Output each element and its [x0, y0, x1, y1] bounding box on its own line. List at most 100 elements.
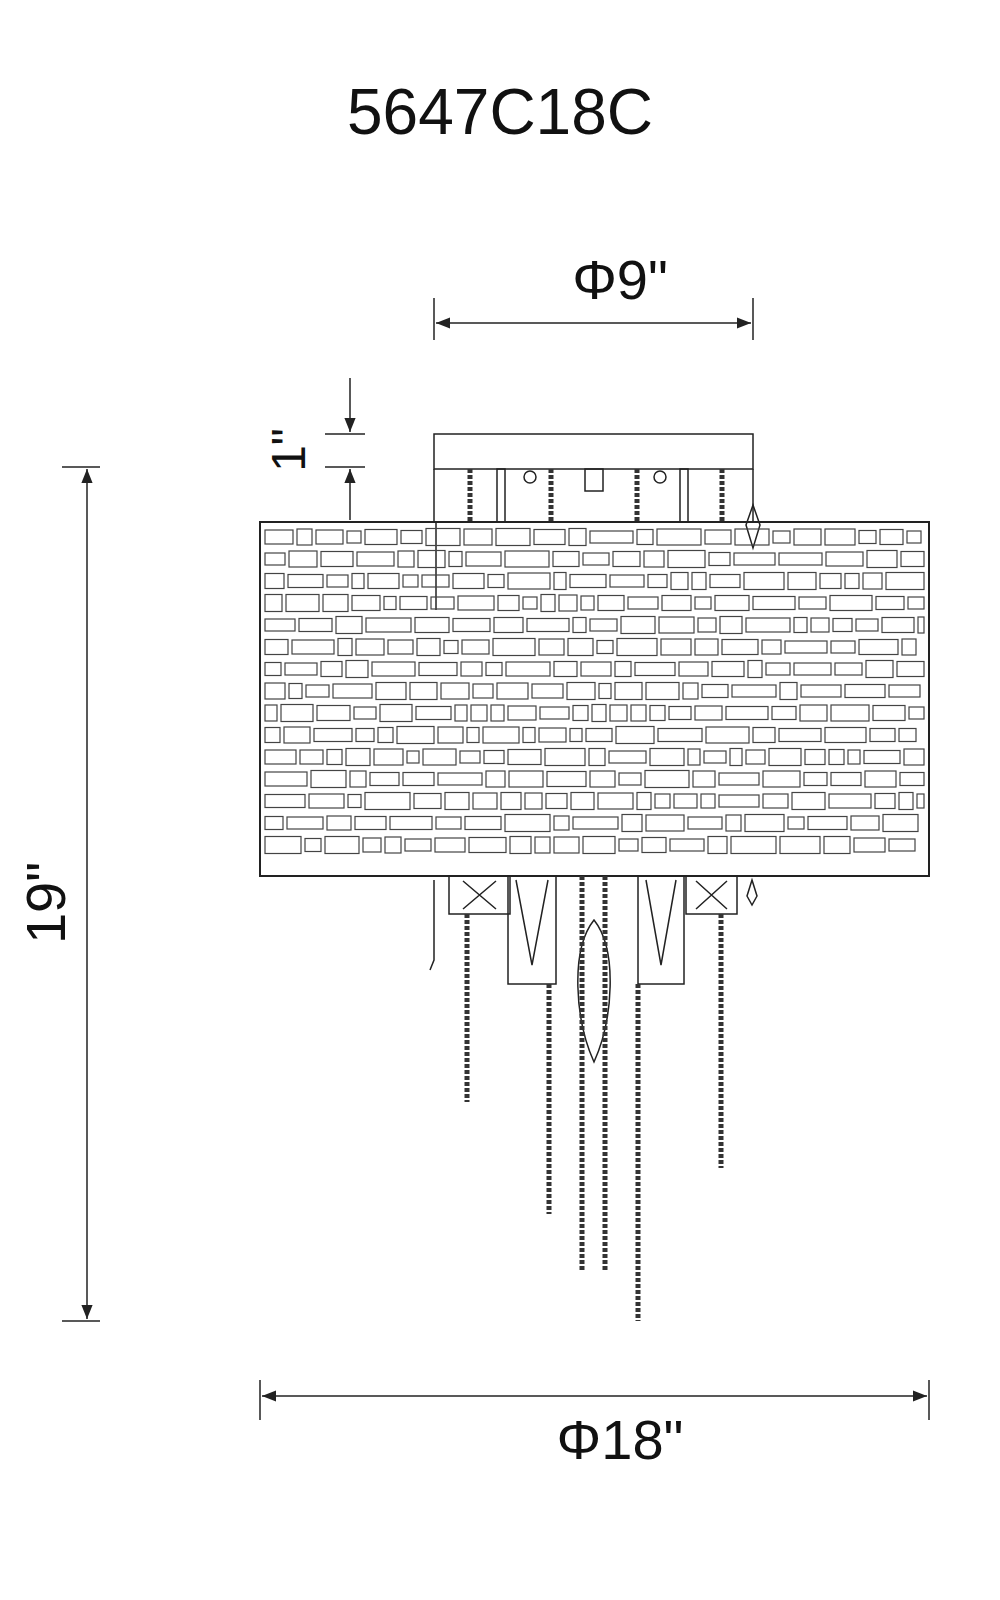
shade-cutout — [753, 597, 795, 610]
shade-cutout — [622, 815, 642, 832]
shade-cutout — [899, 729, 916, 742]
shade-cutout — [708, 837, 727, 854]
shade-cutout — [882, 618, 914, 633]
shade-cutout — [539, 728, 566, 742]
shade-cutout — [730, 749, 742, 766]
shade-cutout — [698, 618, 716, 632]
shade-cutout — [417, 639, 440, 656]
shade-cutout — [467, 728, 479, 743]
shade-cutout — [785, 641, 827, 653]
shade-cutout — [460, 751, 480, 763]
shade-cutout — [311, 771, 346, 788]
shade-cutout — [486, 771, 505, 787]
extension-line — [62, 466, 100, 468]
shade-cutout — [400, 597, 427, 610]
shade-cutout — [889, 839, 915, 851]
shade-cutout — [746, 618, 790, 632]
shade-cutout — [904, 749, 924, 765]
shade-cutout — [441, 683, 469, 699]
shade-cutout — [897, 662, 924, 677]
shade-cutout — [414, 794, 441, 809]
shade-cutout — [637, 530, 653, 545]
shade-cutout — [583, 837, 615, 854]
shade-cutout — [494, 618, 523, 633]
shade-cutout — [289, 684, 302, 699]
shade-cutout — [571, 793, 594, 810]
shade-cutout — [378, 728, 393, 743]
shade-cutout — [710, 575, 740, 588]
shade-cutout — [327, 575, 348, 587]
shade-cutout — [648, 575, 667, 588]
crystal-strand — [719, 914, 724, 1168]
shade-cutout — [338, 639, 352, 656]
shade-cutout — [866, 661, 893, 678]
crystal-strand — [468, 469, 473, 522]
shade-cutout — [780, 837, 820, 854]
shade-cutout — [299, 619, 332, 632]
shade-cutout — [497, 683, 528, 699]
shade-cutout — [671, 573, 688, 590]
shade-cutout — [650, 749, 684, 766]
shade-cutout — [466, 552, 501, 566]
shade-cutout — [788, 817, 804, 829]
shade-cutout — [621, 617, 655, 634]
shade-cutout — [645, 771, 689, 788]
shade-cutout — [469, 838, 506, 853]
shade-cutout — [473, 684, 493, 698]
shade-cutout — [706, 727, 749, 743]
shade-cutout — [616, 727, 654, 744]
shade-cutout — [418, 551, 445, 568]
shade-cutout — [744, 573, 784, 590]
shade-cutout — [567, 683, 595, 700]
shade-cutout — [510, 837, 531, 854]
shade-cutout — [415, 618, 449, 633]
dimension-label: Φ9" — [572, 252, 668, 308]
shade-cutout — [265, 705, 277, 721]
shade-cutout — [525, 793, 542, 809]
shade-cutout — [453, 574, 484, 589]
shade-cutout — [462, 640, 489, 654]
shade-cutout — [610, 575, 644, 587]
crystal-strand — [636, 984, 641, 1321]
shade-cutout — [583, 553, 609, 565]
shade-cutout — [712, 662, 744, 677]
shade-cutout — [444, 641, 458, 654]
shade-cutout — [505, 551, 549, 567]
shade-cutout — [865, 771, 896, 787]
shade-cutout — [581, 662, 611, 676]
shade-cutout — [726, 707, 768, 720]
dimension-label: 1" — [265, 428, 313, 472]
shade-cutout — [788, 573, 816, 590]
shade-cutout — [590, 771, 615, 787]
shade-cutout — [289, 551, 317, 567]
shade-cutout — [732, 685, 776, 697]
shade-cutout — [458, 596, 494, 610]
crystal-strand — [635, 469, 640, 522]
shade-cutout — [486, 663, 502, 676]
shade-cutout — [695, 639, 718, 655]
shade-cutout — [701, 794, 715, 808]
shade-cutout — [493, 639, 535, 656]
crystal-strand — [603, 876, 608, 1270]
shade-cutout — [423, 749, 456, 765]
shade-cutout — [659, 617, 694, 633]
shade-cutout — [719, 795, 759, 807]
shade-cutout — [388, 640, 413, 654]
shade-cutout — [559, 595, 577, 611]
shade-cutout — [833, 619, 852, 632]
crystal-strand — [549, 469, 554, 522]
shade-cutout — [763, 794, 788, 808]
shade-cutout — [831, 705, 869, 721]
shade-cutout — [597, 641, 613, 654]
shade-cutout — [376, 683, 406, 700]
extension-line — [62, 1320, 100, 1322]
shade-cutout — [870, 729, 895, 742]
extension-line — [928, 1380, 930, 1420]
shade-cutout — [496, 529, 530, 546]
shade-cutout — [808, 817, 847, 830]
shade-cutout — [508, 750, 541, 765]
shade-cutout — [794, 618, 807, 633]
shade-cutout — [908, 597, 924, 609]
shade-cutout — [491, 705, 504, 721]
shade-cutout — [845, 574, 859, 589]
